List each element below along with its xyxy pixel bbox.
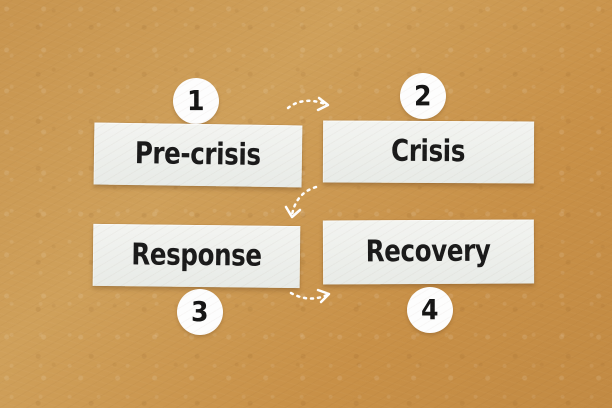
curved-dashed-arrow-down-left-icon bbox=[284, 185, 318, 219]
step-label-recovery: Recovery bbox=[366, 233, 491, 270]
step-number-1: 1 bbox=[187, 84, 205, 117]
curved-dashed-arrow-right-icon bbox=[289, 288, 331, 304]
step-card-crisis: Crisis bbox=[322, 120, 535, 184]
step-number-badge-3: 3 bbox=[177, 289, 223, 335]
step-card-response: Response bbox=[92, 223, 301, 289]
step-label-crisis: Crisis bbox=[391, 133, 466, 170]
step-number-badge-2: 2 bbox=[400, 73, 446, 119]
step-number-2: 2 bbox=[414, 79, 432, 112]
step-card-pre-crisis: Pre-crisis bbox=[93, 122, 303, 188]
step-label-response: Response bbox=[131, 237, 262, 274]
step-number-3: 3 bbox=[191, 295, 209, 328]
step-card-recovery: Recovery bbox=[322, 219, 535, 285]
curved-dashed-arrow-right-icon bbox=[286, 96, 330, 112]
step-number-4: 4 bbox=[421, 293, 439, 326]
step-label-pre-crisis: Pre-crisis bbox=[134, 136, 262, 173]
step-number-badge-4: 4 bbox=[407, 287, 453, 333]
step-number-badge-1: 1 bbox=[173, 78, 219, 124]
